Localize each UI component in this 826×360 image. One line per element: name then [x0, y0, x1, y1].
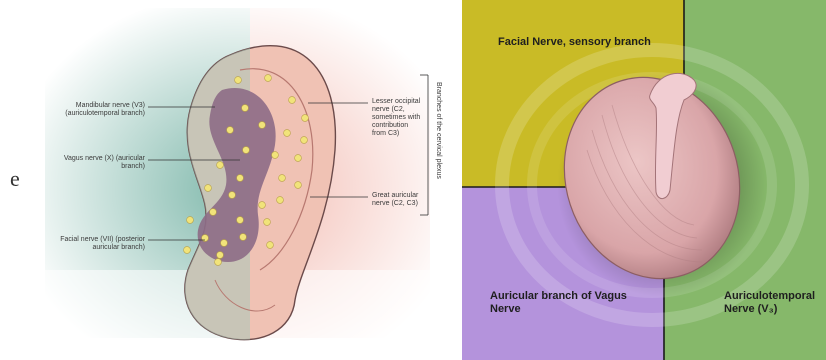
nerve-dot — [187, 217, 194, 224]
nerve-dot — [217, 162, 224, 169]
label-mandibular-nerve: Mandibular nerve (V3) (auriculotemporal … — [40, 102, 145, 118]
nerve-dot — [217, 252, 224, 259]
tympanic-membrane-diagram: Facial Nerve, sensory branch Auricular b… — [462, 0, 826, 360]
nerve-dot — [215, 259, 222, 266]
ear-innervation-diagram: e Mandibular nerve (V3) (auriculotempora… — [0, 0, 462, 360]
nerve-dot — [240, 234, 247, 241]
nerve-dot — [272, 152, 279, 159]
nerve-dot — [302, 115, 309, 122]
nerve-dot — [301, 137, 308, 144]
nerve-dot — [279, 175, 286, 182]
nerve-dot — [264, 219, 271, 226]
ear-illustration — [0, 0, 462, 360]
label-facial-nerve-sensory: Facial Nerve, sensory branch — [498, 36, 658, 49]
nerve-dot — [243, 147, 250, 154]
nerve-dot — [295, 155, 302, 162]
nerve-dot — [227, 127, 234, 134]
nerve-dot — [259, 122, 266, 129]
nerve-dot — [284, 130, 291, 137]
nerve-dot — [295, 182, 302, 189]
nerve-dot — [229, 192, 236, 199]
label-vagus-nerve: Vagus nerve (X) (auricular branch) — [40, 155, 145, 171]
nerve-dot — [184, 247, 191, 254]
label-facial-nerve: Facial nerve (VII) (posterior auricular … — [40, 236, 145, 252]
nerve-dot — [242, 105, 249, 112]
nerve-dot — [267, 242, 274, 249]
nerve-dot — [210, 209, 217, 216]
stray-letter: e — [10, 166, 20, 192]
label-auricular-branch-vagus: Auricular branch of Vagus Nerve — [490, 290, 650, 316]
nerve-dot — [259, 202, 266, 209]
label-cervical-plexus: Branches of the cervical plexus — [435, 82, 442, 179]
label-auriculotemporal-nerve: Auriculotemporal Nerve (V₃) — [724, 290, 824, 316]
nerve-dot — [277, 197, 284, 204]
nerve-dot — [289, 97, 296, 104]
label-lesser-occipital-nerve: Lesser occipital nerve (C2, sometimes wi… — [372, 98, 424, 138]
nerve-dot — [235, 77, 242, 84]
nerve-dot — [237, 217, 244, 224]
nerve-dot — [205, 185, 212, 192]
nerve-dot — [237, 175, 244, 182]
nerve-dot — [265, 75, 272, 82]
nerve-dot — [221, 240, 228, 247]
label-great-auricular-nerve: Great auricular nerve (C2, C3) — [372, 192, 424, 208]
